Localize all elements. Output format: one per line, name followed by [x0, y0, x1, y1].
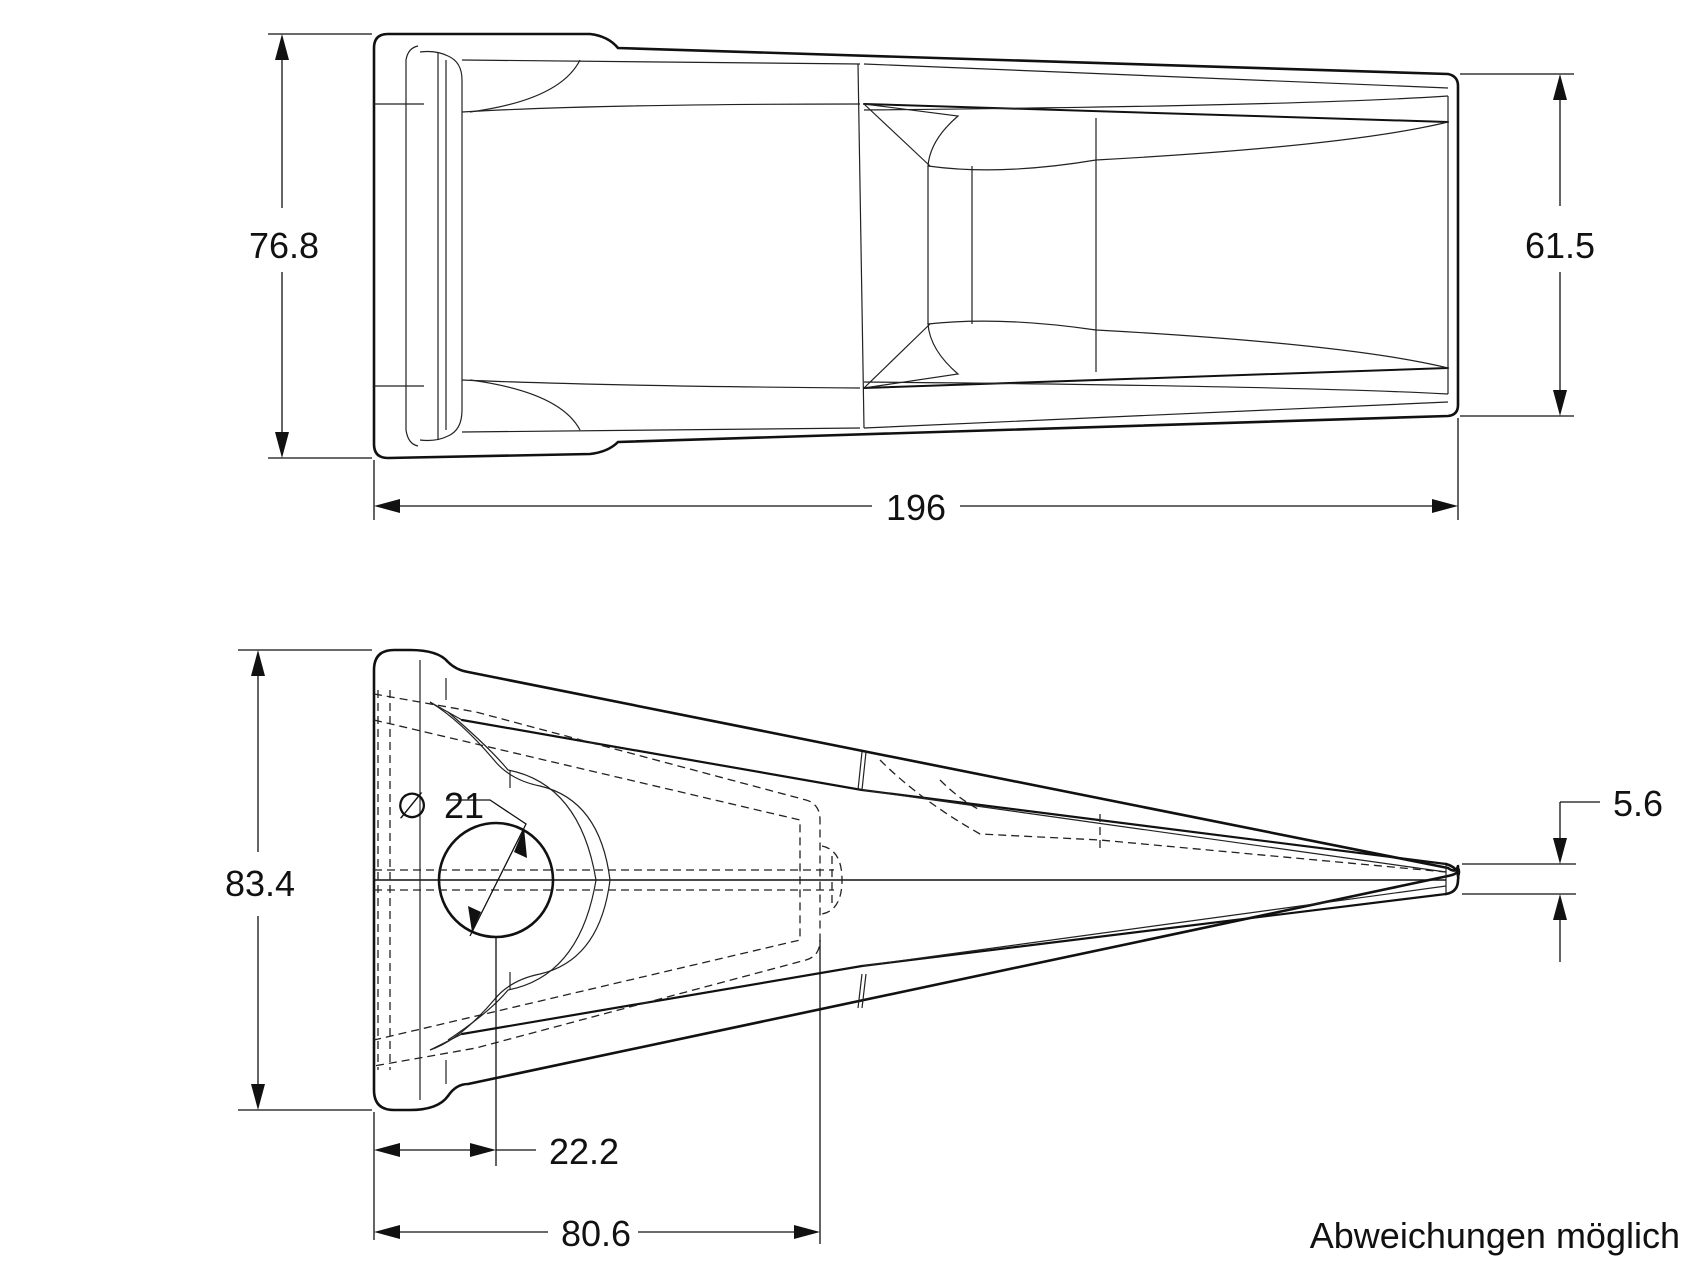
dim-height-right: 61.5 [1525, 225, 1595, 266]
top-view-flange [374, 45, 424, 447]
dim-height: 83.4 [225, 863, 295, 904]
top-view-outline [372, 32, 1460, 460]
dim-hole-diameter: 21 [444, 785, 484, 826]
dim-hole-offset: 22.2 [549, 1131, 619, 1172]
top-view [372, 32, 1460, 460]
dim-length: 196 [886, 487, 946, 528]
side-view-dimensions: 83.4 ∅ 21 5.6 22.2 80.6 [225, 649, 1663, 1254]
top-view-dimensions: 76.8 61.5 196 [249, 33, 1595, 528]
dim-height-left: 76.8 [249, 225, 319, 266]
pin-slot [429, 701, 611, 1051]
dim-tip: 5.6 [1613, 783, 1663, 824]
dim-pocket-depth: 80.6 [561, 1213, 631, 1254]
side-view [372, 648, 1461, 1112]
dim-hole-symbol: ∅ [396, 785, 427, 826]
deviation-note: Abweichungen möglich [1310, 1215, 1680, 1256]
